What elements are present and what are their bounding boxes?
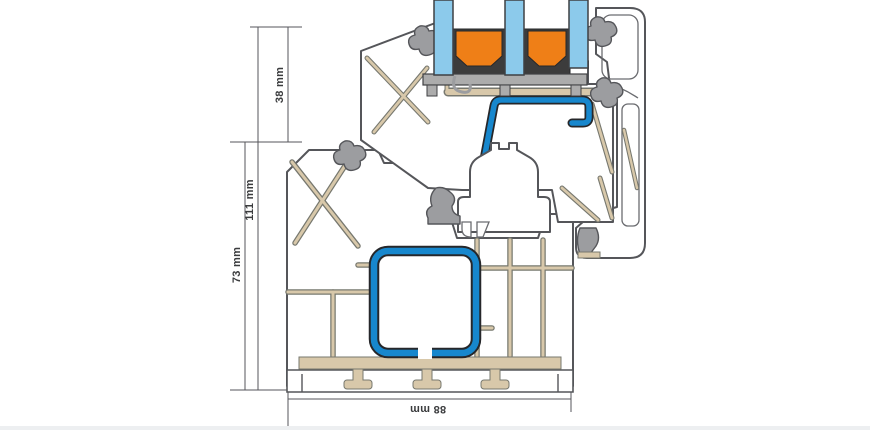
frame-feet (343, 368, 510, 390)
clip-frame-left-icon (332, 140, 367, 172)
frame-bottom-hooks (301, 374, 559, 392)
glazing-curl-gasket (452, 75, 472, 94)
dimension-lines (230, 26, 572, 430)
glass-pane-inner (433, 0, 454, 76)
channel-slots (461, 221, 490, 238)
spacer-left (455, 30, 503, 67)
dim-label-111mm: 111 mm (244, 179, 256, 221)
support-stubs (426, 84, 582, 97)
clip-sash-upstand-icon (589, 77, 624, 109)
steel-reinforcement-hook (475, 95, 594, 186)
dim-label-73mm: 73 mm (231, 247, 243, 283)
dim-label-38mm: 38 mm (274, 67, 286, 103)
sash-webs (365, 56, 615, 222)
steel-reinforcement-square (368, 245, 482, 359)
gasket-right-foot (577, 251, 601, 259)
glass-pane-middle (504, 0, 525, 76)
dim-label-88mm: 88 mm (410, 403, 446, 415)
gasket-sash-bottom-icon (425, 186, 461, 225)
bottom-divider (0, 426, 870, 430)
gasket-frame-right-icon (576, 227, 600, 255)
glass-pane-outer (568, 0, 589, 69)
mushroom-rib (457, 142, 551, 233)
gaskets-and-clips (332, 16, 624, 255)
clip-sash-left-icon (407, 25, 442, 57)
frame-hardware-rib (457, 142, 551, 238)
square-gap (418, 345, 432, 359)
glazing-unit (422, 0, 589, 97)
upstand-web (622, 128, 639, 190)
spacer-right (527, 30, 567, 67)
